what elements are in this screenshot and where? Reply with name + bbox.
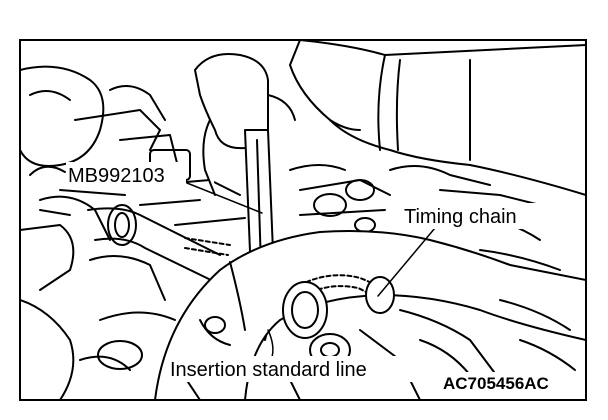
chain-label-bg (402, 203, 550, 229)
line-label-bg (168, 356, 416, 382)
hand-right (289, 40, 586, 196)
insertion-line-label: Insertion standard line (170, 359, 367, 381)
line-leader-line (267, 329, 274, 358)
figure-border (19, 39, 587, 401)
tool-label-bg (66, 162, 186, 188)
figure-code: AC705456AC (443, 374, 549, 393)
code-label-bg (440, 372, 566, 394)
chain-leader-line (377, 227, 436, 297)
left-hose (87, 204, 221, 283)
tool-leader-line (186, 182, 263, 214)
chain-label: Timing chain (404, 206, 517, 228)
leader-lines (186, 182, 436, 358)
timing-chain (184, 237, 395, 339)
tool-label: MB992103 (68, 165, 165, 187)
hand-left (194, 53, 296, 196)
